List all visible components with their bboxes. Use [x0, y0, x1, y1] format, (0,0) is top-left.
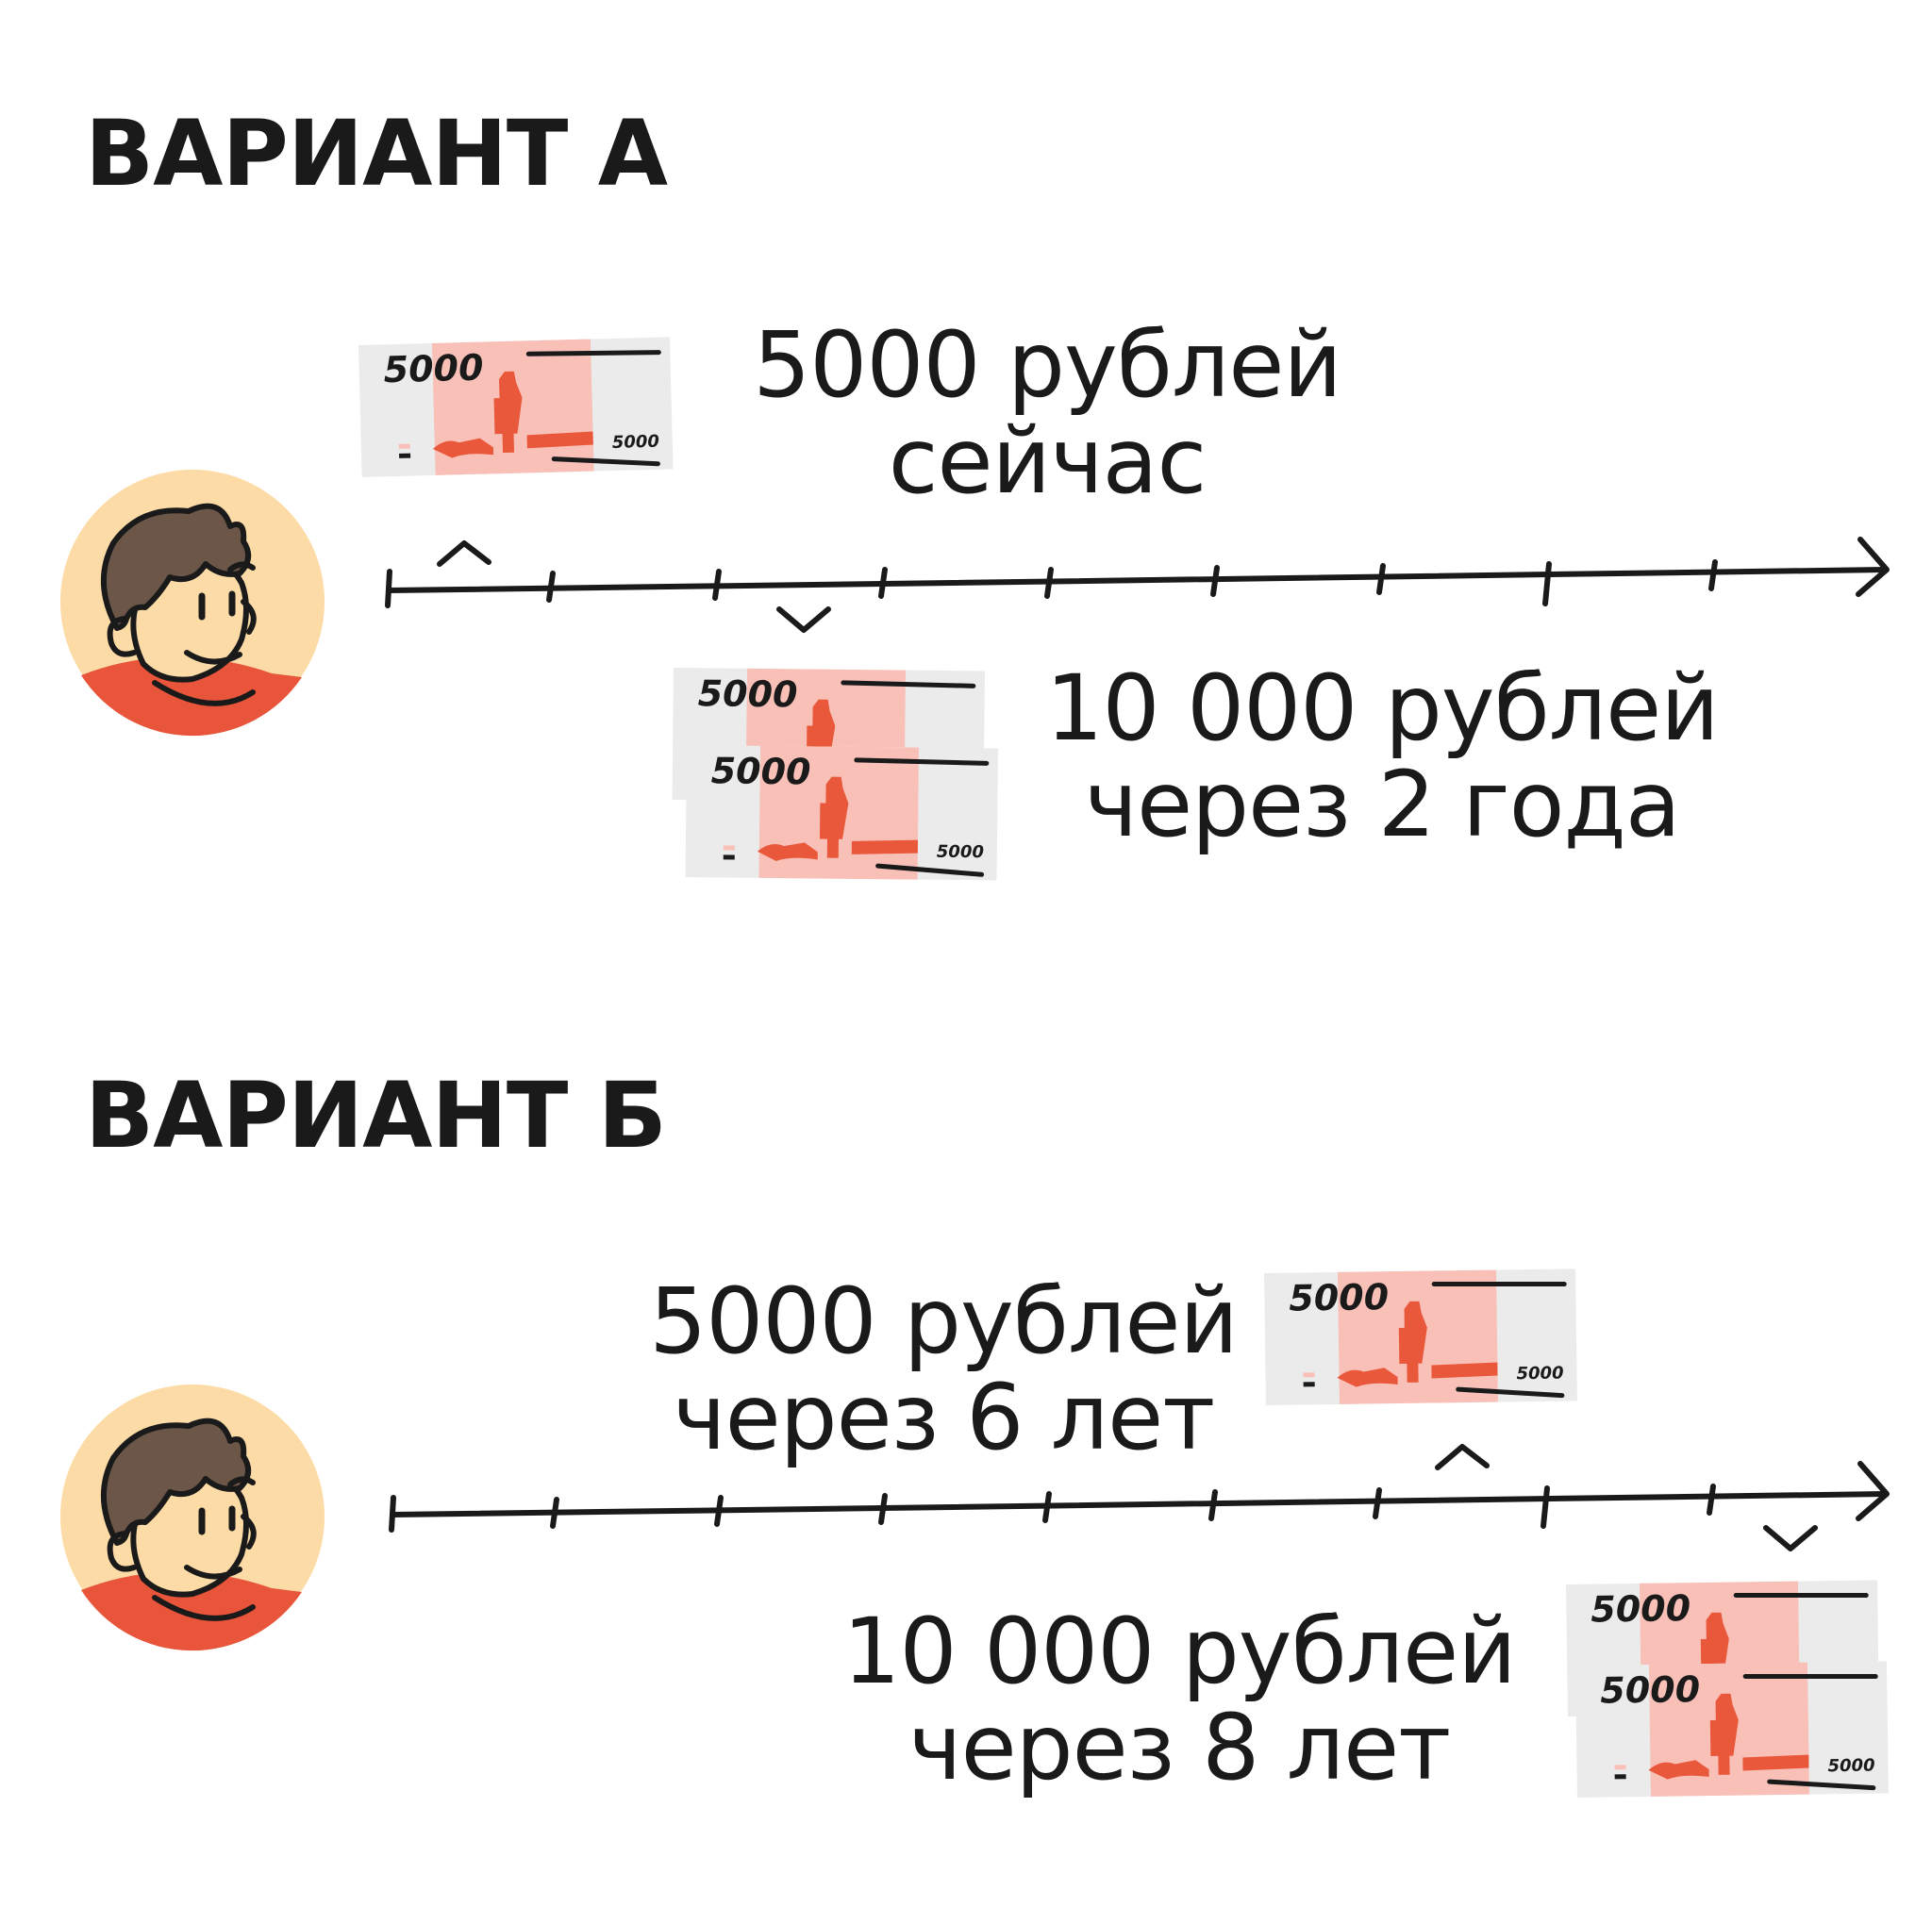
timeline-start-tick — [385, 569, 392, 608]
timeline-tick — [1208, 1489, 1218, 1521]
timeline-axis — [386, 567, 1888, 593]
timeline-axis — [390, 1491, 1888, 1517]
timeline-tick — [1708, 559, 1718, 591]
timeline-tick — [1042, 1491, 1052, 1523]
timeline-tick — [714, 1495, 724, 1527]
person-avatar-icon — [60, 470, 325, 736]
variant-a-option-later-caption: 10 000 рублей через 2 года — [1009, 660, 1755, 853]
timeline-tick — [878, 1493, 888, 1525]
timeline-arrow-icon — [385, 537, 1890, 633]
timeline-tick — [1541, 1485, 1550, 1529]
variant-b-option-later-caption: 10 000 рублей через 8 лет — [830, 1603, 1528, 1796]
banknote-5000-icon — [1575, 1661, 1889, 1798]
timeline-tick — [878, 567, 888, 599]
variant-a-title: ВАРИАНТ А — [85, 101, 668, 207]
variant-b-option-now-caption: 5000 рублей через 6 лет — [623, 1273, 1264, 1466]
timeline-tick — [712, 569, 722, 601]
timeline-arrow-icon — [389, 1444, 1890, 1551]
caret-up-icon — [437, 540, 491, 567]
amount-label: 10 000 рублей — [842, 1599, 1516, 1704]
timeline-tick — [1542, 561, 1552, 606]
timeline-tick — [1376, 563, 1386, 595]
variant-a-option-now-caption: 5000 рублей сейчас — [717, 317, 1377, 509]
caret-down-icon — [1763, 1525, 1818, 1551]
time-label: сейчас — [888, 408, 1208, 514]
amount-label: 5000 рублей — [753, 312, 1342, 418]
caret-down-icon — [776, 606, 831, 633]
banknote-5000-icon — [686, 745, 998, 880]
amount-label: 10 000 рублей — [1045, 655, 1719, 761]
time-label: через 8 лет — [908, 1695, 1451, 1800]
time-label: через 2 года — [1084, 752, 1680, 857]
timeline-start-tick — [389, 1495, 396, 1533]
variant-b-title: ВАРИАНТ Б — [85, 1063, 667, 1169]
caret-up-icon — [1435, 1444, 1490, 1470]
time-label: через 6 лет — [672, 1365, 1215, 1470]
timeline-tick — [550, 1497, 559, 1529]
person-avatar-icon — [60, 1385, 325, 1650]
timeline-tick — [1210, 565, 1220, 597]
variant-a-scene — [60, 337, 1890, 880]
banknote-5000-icon — [358, 337, 674, 477]
timeline-arrowhead — [1856, 537, 1890, 597]
timeline-tick — [1044, 567, 1054, 599]
timeline-tick — [1707, 1484, 1716, 1516]
timeline-tick — [546, 571, 556, 603]
variant-b-scene — [60, 1269, 1889, 1798]
amount-label: 5000 рублей — [649, 1269, 1239, 1374]
timeline-arrowhead — [1856, 1461, 1890, 1521]
banknote-5000-icon — [1264, 1269, 1577, 1405]
timeline-tick — [1373, 1487, 1382, 1519]
